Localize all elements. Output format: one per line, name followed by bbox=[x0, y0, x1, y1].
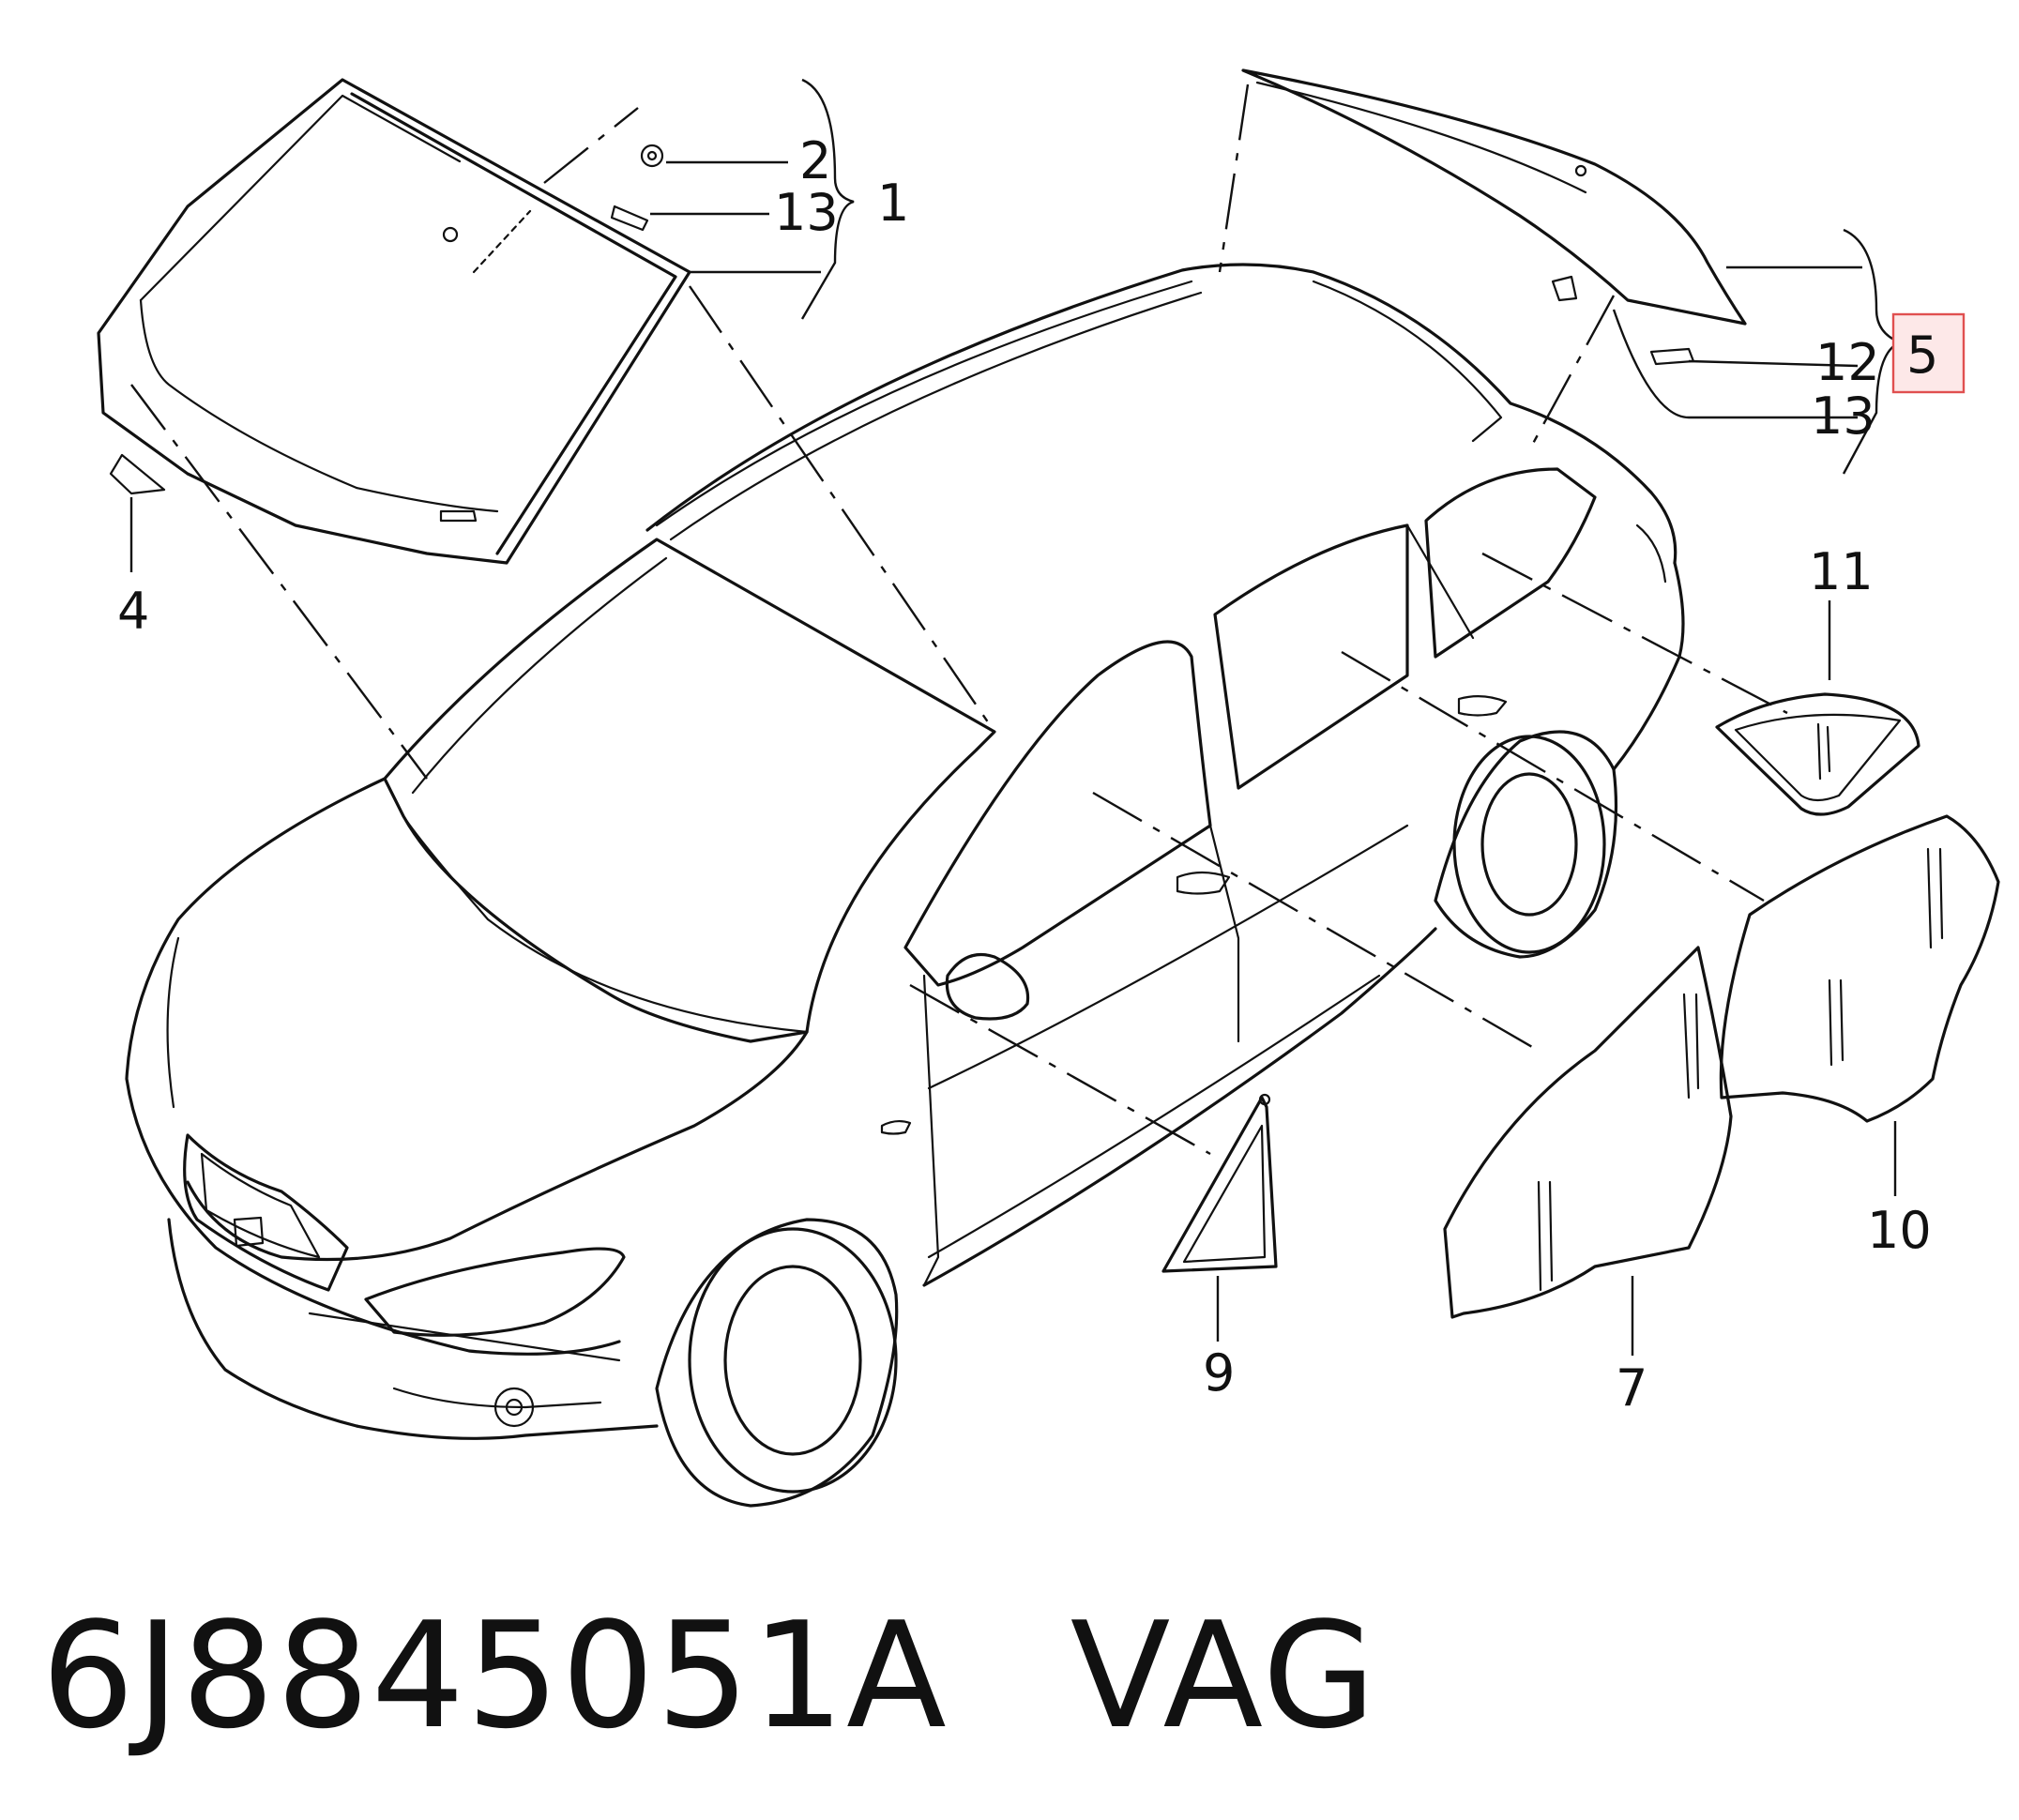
callout-13-rear: 13 bbox=[1811, 387, 1875, 446]
assembly-lines bbox=[130, 83, 1788, 1156]
rear-door-glass bbox=[1719, 814, 2000, 1123]
rear-quarter-glass bbox=[1715, 692, 1920, 816]
callout-9: 9 bbox=[1203, 1343, 1235, 1403]
sensor-mount bbox=[640, 144, 664, 168]
car-body bbox=[125, 263, 1685, 1508]
windscreen bbox=[97, 78, 691, 565]
callout-4: 4 bbox=[117, 582, 149, 641]
callout-13-front: 13 bbox=[774, 183, 839, 242]
wedge-part bbox=[109, 453, 166, 495]
leader-lines bbox=[129, 78, 1904, 1356]
mirror-base bbox=[610, 205, 649, 232]
rear-window bbox=[1241, 68, 1747, 366]
callout-5-highlight bbox=[1891, 312, 1966, 394]
callout-2: 2 bbox=[799, 131, 831, 190]
brand-label: VAG bbox=[1070, 1590, 1378, 1761]
callout-10: 10 bbox=[1867, 1201, 1932, 1260]
callout-5[interactable]: 5 bbox=[1906, 326, 1938, 385]
part-number: 6J8845051A bbox=[41, 1590, 949, 1761]
callout-12: 12 bbox=[1815, 333, 1880, 392]
callout-1: 1 bbox=[877, 174, 909, 233]
callout-7: 7 bbox=[1616, 1358, 1647, 1418]
quarter-glass-front bbox=[1161, 1093, 1278, 1273]
callouts: 2 13 1 4 12 13 5 11 9 7 10 bbox=[117, 131, 1966, 1418]
part-number-caption: 6J8845051A VAG bbox=[41, 1590, 1377, 1761]
front-door-glass bbox=[1443, 946, 1733, 1319]
callout-11: 11 bbox=[1809, 542, 1874, 601]
